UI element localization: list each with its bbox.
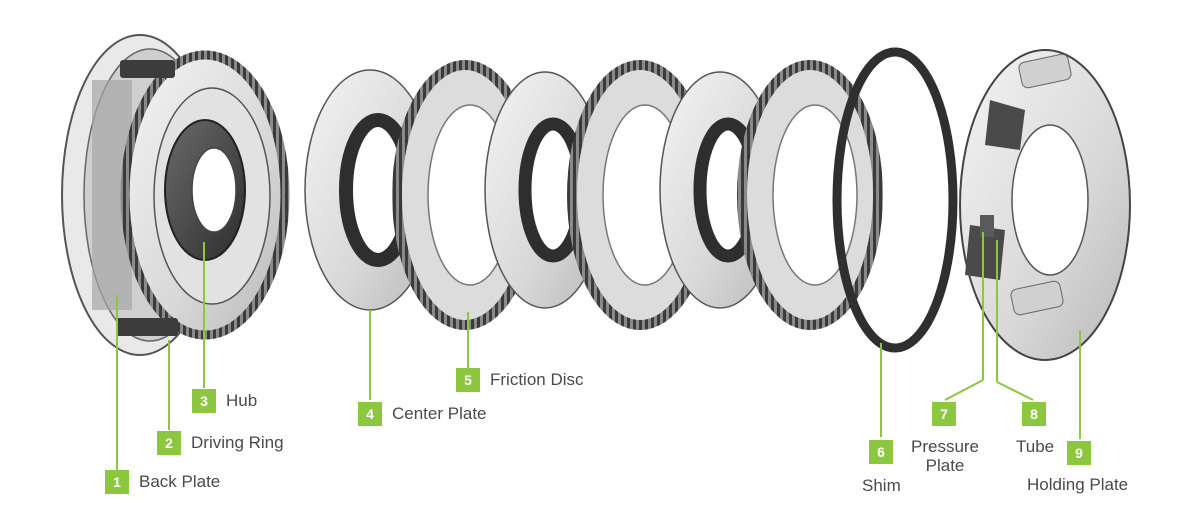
part-number-badge: 1 xyxy=(105,470,129,494)
leader-line-8b xyxy=(996,381,1034,401)
part-label-center-plate: Center Plate xyxy=(392,404,487,423)
tube xyxy=(980,215,994,237)
part-label-pressure-plate-line1: Pressure xyxy=(910,437,980,456)
callout-3: 3 Hub xyxy=(192,389,257,413)
callout-1: 1 Back Plate xyxy=(105,470,220,494)
part-number-badge: 4 xyxy=(358,402,382,426)
part-label-pressure-plate-line2: Plate xyxy=(925,456,965,475)
part-number-badge-6: 6 xyxy=(869,440,893,464)
holding-plate-assembly xyxy=(959,49,1131,361)
part-number-badge-7: 7 xyxy=(932,402,956,426)
part-number-badge: 2 xyxy=(157,431,181,455)
friction-disc-3 xyxy=(737,60,883,330)
callout-4: 4 Center Plate xyxy=(358,402,487,426)
back-plate-assembly xyxy=(61,34,290,356)
callout-5: 5 Friction Disc xyxy=(456,368,584,392)
part-label-driving-ring: Driving Ring xyxy=(191,433,284,452)
shim xyxy=(832,47,958,353)
part-label-pressure-plate: Pressure Plate xyxy=(905,437,985,475)
part-number-badge: 3 xyxy=(192,389,216,413)
leader-lines xyxy=(116,232,1081,470)
part-label-shim: Shim xyxy=(862,476,901,495)
part-label-holding-plate: Holding Plate xyxy=(1027,475,1129,494)
part-label-hub: Hub xyxy=(226,391,258,410)
part-number-badge-8: 8 xyxy=(1022,402,1046,426)
part-label-tube: Tube xyxy=(1016,437,1055,456)
part-label-friction-disc: Friction Disc xyxy=(490,370,584,389)
part-number-badge: 5 xyxy=(456,368,480,392)
part-label-back-plate: Back Plate xyxy=(139,472,221,491)
callout-2: 2 Driving Ring xyxy=(157,431,284,455)
leader-line-7b xyxy=(944,379,984,401)
part-number-badge-9: 9 xyxy=(1067,441,1091,465)
